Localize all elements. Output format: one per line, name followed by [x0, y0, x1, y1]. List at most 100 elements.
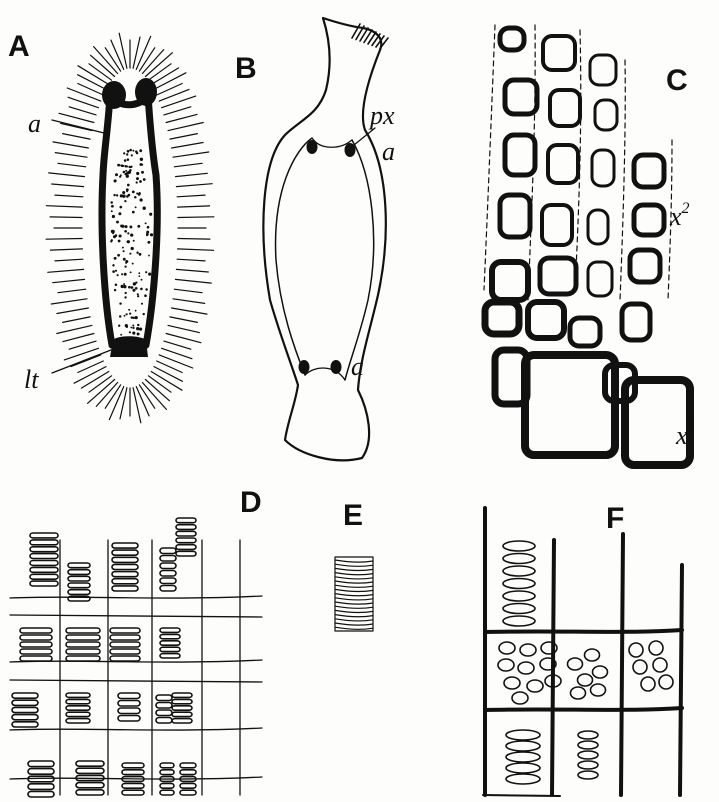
ladder-bar: [76, 783, 104, 788]
panel-a-cell-body: [102, 95, 157, 345]
stipple-dot: [123, 258, 126, 261]
stipple-dot: [111, 210, 113, 212]
ladder-bar: [112, 564, 138, 569]
ladder-bar: [160, 647, 180, 651]
stipple-dot: [126, 195, 129, 198]
cilium: [176, 269, 208, 272]
ladder-bar: [112, 543, 138, 548]
ladder-bar: [160, 563, 176, 569]
stipple-dot: [147, 241, 150, 244]
cilium: [178, 239, 210, 240]
stipple-dot: [144, 294, 147, 297]
cilium: [61, 123, 92, 130]
tracheid-cell: [550, 90, 580, 126]
ladder-bar: [180, 763, 196, 768]
panel-e-spiral-bands: [335, 560, 373, 629]
ladder-bar: [172, 699, 192, 703]
stipple-dot: [111, 239, 113, 241]
cilium: [176, 173, 208, 176]
ladder-bar: [30, 540, 58, 545]
f-pit-oval: [578, 771, 598, 779]
stipple-dot: [115, 234, 118, 237]
panel-f: F: [483, 502, 682, 796]
stipple-dot: [128, 286, 131, 289]
ladder-bar: [12, 693, 38, 698]
stipple-dot: [136, 152, 138, 154]
stipple-dot: [147, 226, 150, 229]
ladder-bar: [30, 574, 58, 579]
cilium: [58, 289, 86, 293]
stipple-dot: [123, 191, 125, 193]
ladder-bar: [156, 710, 172, 716]
stipple-dot: [113, 194, 115, 196]
stipple-dot: [139, 149, 142, 152]
stipple-dot: [130, 327, 132, 329]
stipple-dot: [132, 211, 135, 214]
cilium: [53, 142, 88, 148]
cilium: [50, 249, 82, 250]
stipple-dot: [137, 333, 140, 336]
stipple-dot: [114, 257, 117, 260]
f-pit-round: [641, 677, 655, 691]
stipple-dot: [146, 234, 148, 236]
stipple-dot: [119, 164, 121, 166]
stipple-dot: [145, 222, 147, 224]
stipple-dot: [125, 324, 128, 327]
ladder-bar: [68, 570, 90, 575]
cilium: [154, 367, 182, 382]
ladder-bar: [66, 649, 100, 654]
ladder-bar: [110, 649, 140, 654]
ladder-bar: [118, 708, 140, 714]
d-horizontal-wall: [10, 680, 262, 682]
ladder-bar: [176, 545, 196, 550]
stipple-dot: [143, 178, 146, 181]
ladder-bar: [160, 763, 174, 768]
ladder-bar: [122, 770, 144, 775]
f-pit-oval: [503, 554, 535, 564]
ladder-bar: [20, 628, 52, 633]
stipple-dot: [122, 247, 124, 249]
stipple-dot: [119, 315, 121, 317]
cilium: [48, 269, 84, 272]
stipple-dot: [137, 324, 139, 326]
stipple-dot: [112, 270, 115, 273]
cilium: [164, 341, 191, 349]
panel-f-letter: F: [606, 502, 624, 535]
cilium: [55, 195, 83, 197]
cilium: [63, 317, 91, 323]
ladder-bar: [30, 567, 58, 572]
cilium: [176, 279, 212, 283]
ladder-bar: [160, 628, 180, 632]
spiral-band: [335, 627, 373, 629]
stipple-dot: [119, 302, 121, 304]
stipple-dot: [139, 180, 142, 183]
tracheid-cell: [622, 304, 650, 340]
ladder-bar: [66, 712, 90, 716]
stipple-dot: [129, 313, 131, 315]
f-pit-oval: [506, 763, 540, 773]
stipple-dot: [133, 282, 136, 285]
cilium: [46, 239, 82, 240]
stipple-dot: [116, 221, 119, 224]
f-pit-oval: [503, 566, 535, 576]
tracheid-cell: [548, 145, 578, 183]
stipple-dot: [129, 149, 132, 152]
ladder-bar: [160, 634, 180, 638]
ladder-bar: [122, 783, 144, 788]
panel-c-letter: C: [666, 64, 688, 97]
stipple-dot: [132, 150, 134, 152]
cilium: [174, 163, 202, 167]
stipple-dot: [132, 324, 134, 326]
ladder-bar: [112, 572, 138, 577]
stipple-dot: [132, 263, 134, 265]
cilium: [148, 64, 171, 80]
panel-a-letter: A: [8, 30, 30, 63]
stipple-dot: [115, 270, 117, 272]
ladder-bar: [180, 783, 196, 788]
cilium: [166, 334, 201, 343]
f-pit-round: [591, 684, 606, 696]
stipple-dot: [127, 158, 130, 161]
stipple-dot: [135, 316, 138, 319]
ladder-bar: [112, 557, 138, 562]
